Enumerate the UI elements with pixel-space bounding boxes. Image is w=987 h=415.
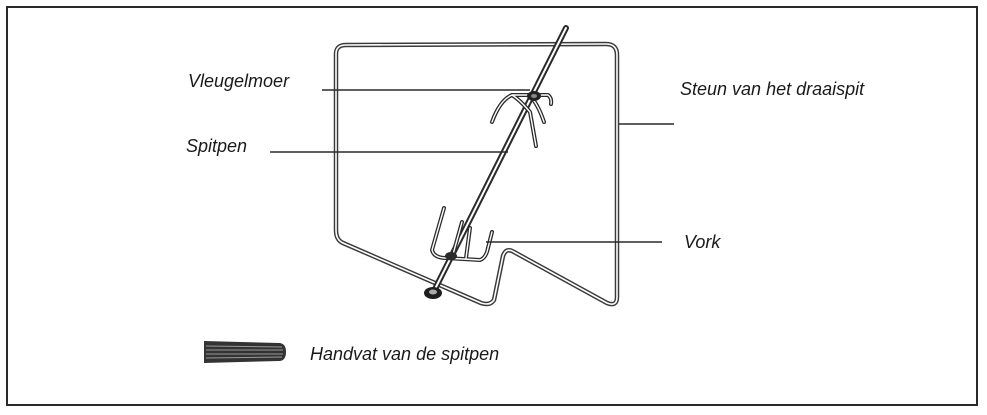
label-fork: Vork — [684, 232, 721, 252]
label-spit-support: Steun van het draaispit — [680, 79, 865, 99]
fork-nut — [445, 252, 457, 260]
label-spit-handle: Handvat van de spitpen — [310, 344, 500, 364]
lower-fork — [430, 206, 494, 262]
spit-end-knob — [424, 287, 442, 299]
label-spit-rod: Spitpen — [186, 136, 248, 156]
spit-handle-icon — [204, 341, 286, 363]
wing-nut — [527, 91, 541, 101]
diagram-frame — [6, 6, 978, 406]
spit-support-frame — [333, 41, 620, 307]
leader-lines — [270, 89, 674, 243]
label-wing-nut: Vleugelmoer — [188, 71, 290, 91]
